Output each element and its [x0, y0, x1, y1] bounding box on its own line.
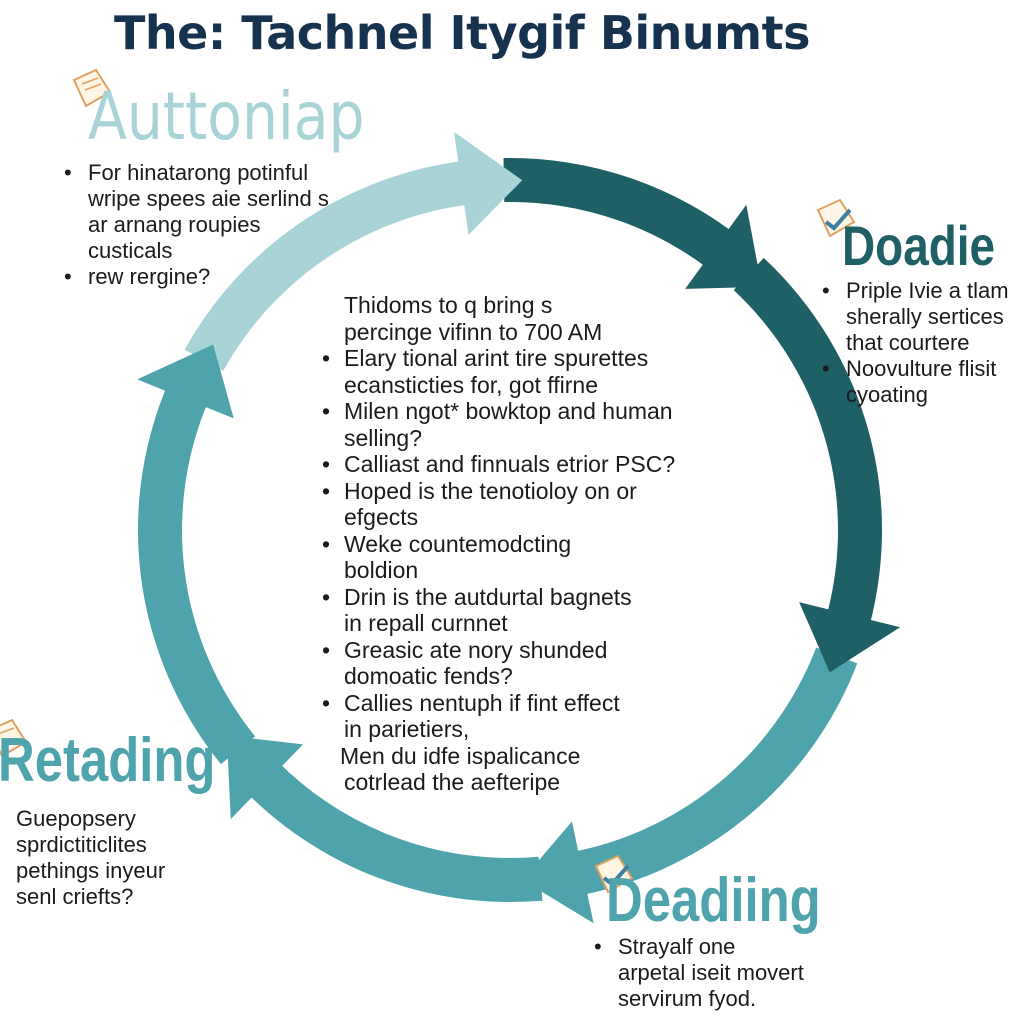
center-item-cont: boldion [344, 557, 419, 583]
document-icon [72, 68, 112, 108]
document-icon [0, 718, 28, 758]
center-text-block: Thidoms to q bring s percinge vifinn to … [318, 292, 675, 796]
center-intro-line: percinge vifinn to 700 AM [344, 318, 603, 345]
diagram-title: The: Tachnel Itygif Binumts [114, 6, 810, 60]
list-item: Strayalf one [592, 934, 804, 960]
stage-heading-bottom: Deadiing [606, 866, 821, 935]
center-intro-line: Thidoms to q bring s [344, 292, 553, 318]
stage-heading-right: Doadie [842, 214, 996, 277]
center-item-cont: selling? [344, 424, 422, 451]
cycle-arrowhead [522, 821, 594, 924]
list-item: ar arnang roupies [88, 212, 261, 237]
cycle-arrowhead [137, 344, 234, 419]
stage-list-right: Priple Ivie a tlam sherally sertices tha… [820, 278, 1009, 408]
stage-list-bottom: Strayalf one arpetal iseit movert servir… [592, 934, 804, 1012]
center-item: Hoped is the tenotioloy on or [318, 478, 675, 505]
center-item-cont: domoatic fends? [344, 663, 513, 689]
list-item: custicals [88, 238, 173, 263]
center-item-cont: ecansticties for, got ffirne [344, 371, 598, 398]
cycle-arrowhead [454, 131, 523, 235]
list-item: that courtere [846, 330, 970, 355]
list-item: arpetal iseit movert [618, 960, 804, 985]
center-item: Greasic ate nory shunded [318, 637, 675, 664]
list-item: sherally sertices [846, 304, 1004, 329]
center-item-cont: in repall curnnet [344, 610, 508, 636]
center-item: Calliast and finnuals etrior PSC? [318, 451, 675, 478]
center-outro-line: cotrlead the aefteripe [344, 769, 561, 795]
center-item: Weke countemodcting [318, 531, 675, 558]
center-outro-line: Men du idfe ispalicance [340, 742, 581, 769]
center-item-cont: in parietiers, [344, 716, 470, 742]
stage-list-left: Guepopsery sprdictiticlites pethings iny… [0, 806, 165, 910]
center-item: Drin is the autdurtal bagnets [318, 584, 675, 611]
center-item: Milen ngot* bowktop and human [318, 398, 675, 425]
cycle-segment-right [733, 257, 882, 639]
cycle-arrowhead [226, 735, 303, 820]
list-item: Noovulture flisit [820, 356, 1009, 382]
cycle-segment-left [138, 372, 256, 765]
document-check-icon [594, 854, 634, 894]
list-item: sprdictiticlites [16, 832, 147, 857]
cycle-ring [138, 158, 882, 902]
list-item: wripe spees aie serlind s [88, 186, 329, 211]
stage-heading-top-left: Auttoniap [88, 78, 365, 155]
list-item: Priple Ivie a tlam [820, 278, 1009, 304]
cycle-segment-top-left [184, 159, 482, 371]
cycle-segment-bottom-left [237, 753, 543, 902]
list-item: pethings inyeur [16, 858, 166, 883]
center-item-cont: efgects [344, 504, 419, 530]
list-item: rew rergine? [62, 264, 329, 290]
cycle-arrowhead [685, 204, 762, 289]
stage-list-top-left: For hinatarong potinful wripe spees aie … [62, 160, 329, 290]
center-item: Callies nentuph if fint effect [318, 690, 675, 717]
list-item: servirum fyod. [618, 986, 757, 1011]
center-item: Elary tional arint tire spurettes [318, 345, 675, 372]
cycle-arrowheads [137, 131, 901, 924]
list-item: senl criefts? [16, 884, 134, 909]
document-check-icon [816, 198, 856, 238]
cycle-segment-bottom-right [561, 647, 858, 898]
cycle-segment-top-right [503, 158, 745, 276]
stage-heading-left: Retading [0, 726, 216, 795]
list-item: cyoating [846, 382, 928, 407]
cycle-arrowhead [799, 602, 901, 673]
list-item: Guepopsery [0, 806, 165, 832]
list-item: For hinatarong potinful [62, 160, 329, 186]
